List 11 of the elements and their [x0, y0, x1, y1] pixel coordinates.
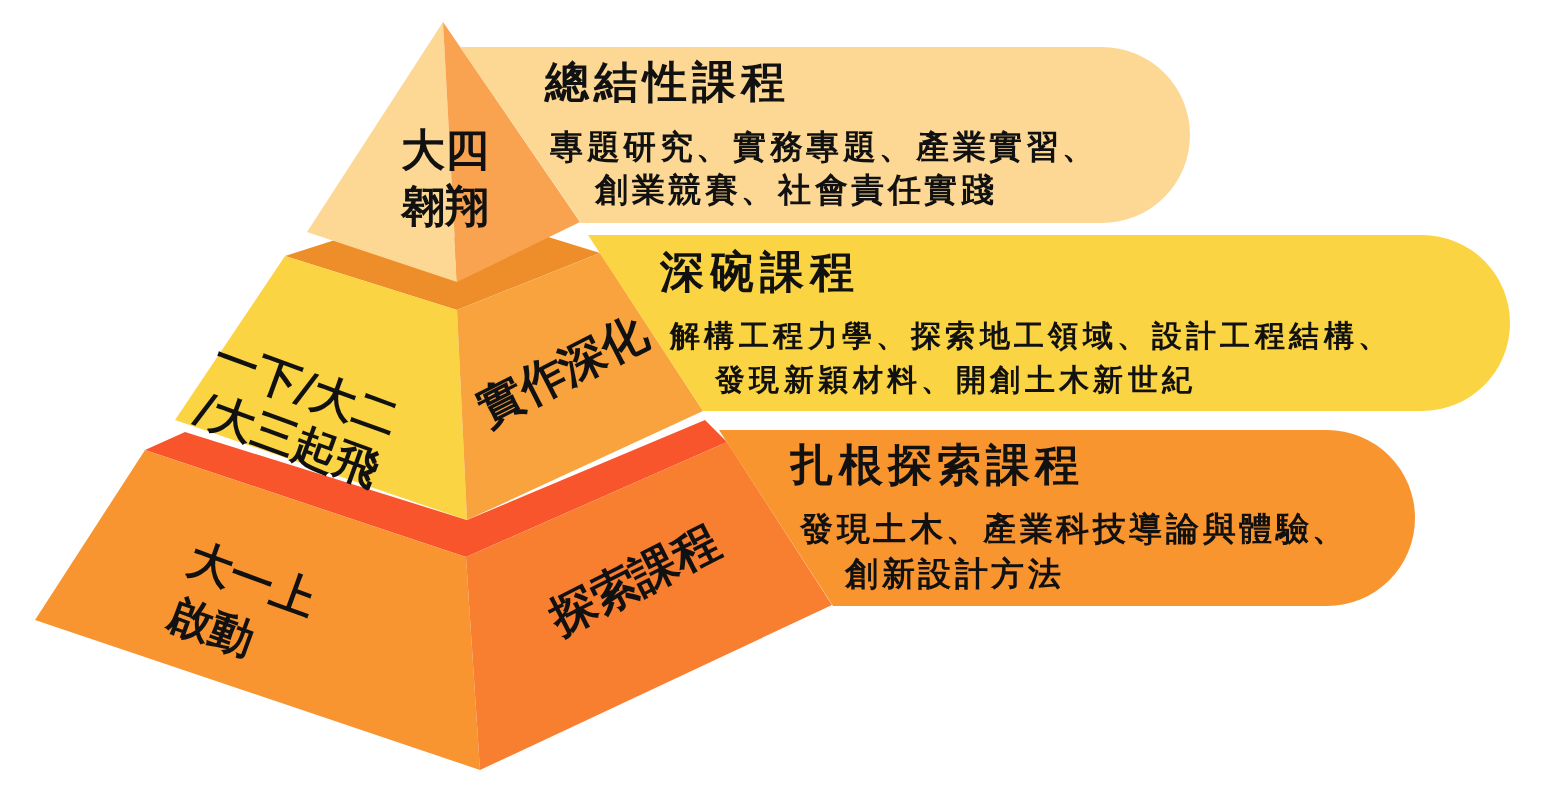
banner-heading: 總結性課程	[545, 55, 790, 109]
tier-label: 大一上啟動	[160, 531, 324, 668]
banner-text: 發現土木、產業科技導論與體驗、創新設計方法	[800, 508, 1350, 595]
banner-heading: 深碗課程	[660, 245, 860, 299]
tier-label: 探索課程	[540, 512, 730, 646]
banner-heading: 扎根探索課程	[790, 438, 1084, 492]
banner-text: 解構工程力學、探索地工領域、設計工程結構、發現新穎材料、開創土木新世紀	[670, 317, 1394, 399]
tier-label: 一下/大二/大三起飛	[188, 330, 407, 498]
tier-label: 大四翱翔	[401, 123, 490, 233]
tier-label: 實作深化	[468, 303, 658, 437]
banner-text: 專題研究、實務專題、產業實習、創業競賽、社會責任實踐	[550, 126, 1100, 211]
